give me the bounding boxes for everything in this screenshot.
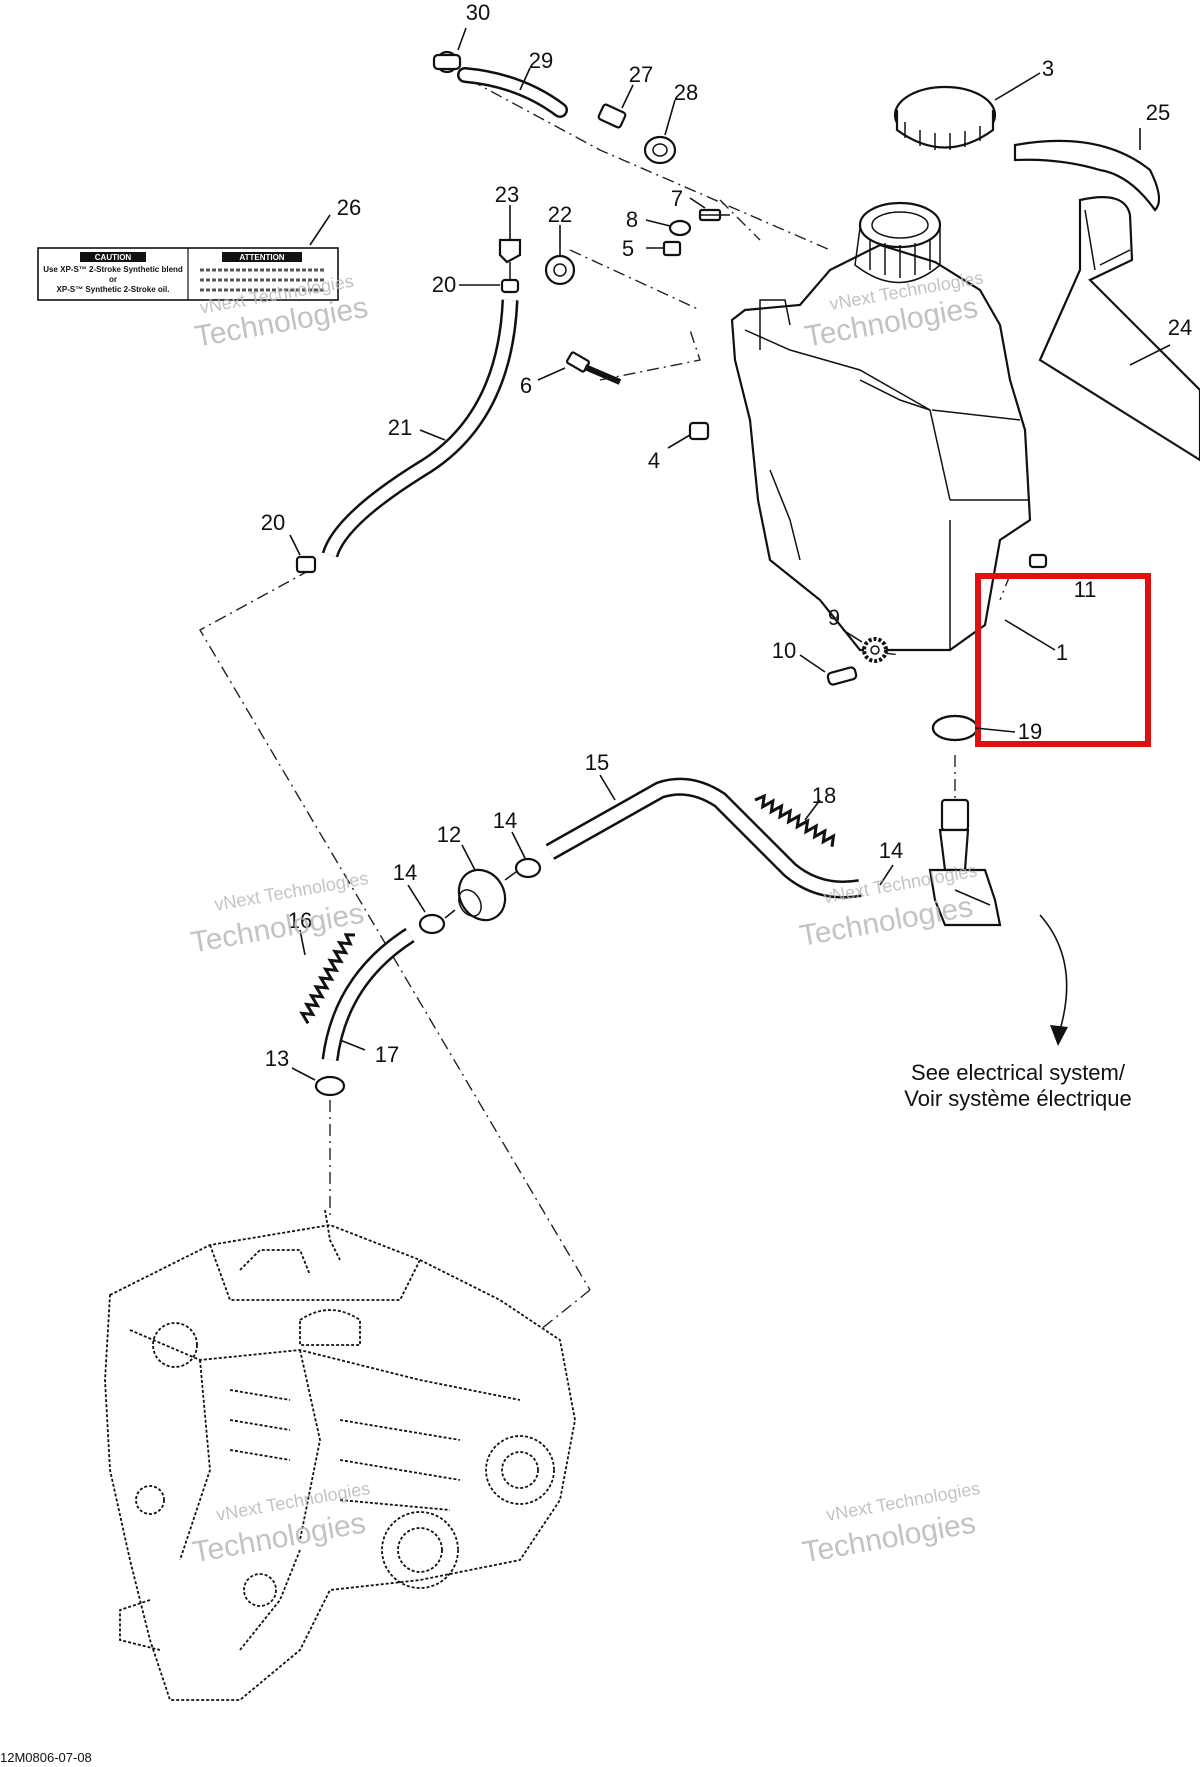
callout-1: 1 <box>1056 640 1068 665</box>
level-sensor-connector <box>928 798 1002 927</box>
callout-25: 25 <box>1146 100 1170 125</box>
part-20-clamp-top <box>500 278 520 294</box>
callout-11: 11 <box>1074 577 1097 602</box>
part-21-vent-hose <box>321 299 519 558</box>
engine-outline <box>104 1209 576 1701</box>
callout-6: 6 <box>520 373 532 398</box>
callout-19: 19 <box>1018 719 1042 744</box>
part-8-washer <box>668 219 692 237</box>
part-11-nut <box>1028 553 1048 569</box>
part-18-spring <box>754 793 836 847</box>
part-13-clamp <box>314 1075 346 1097</box>
callout-labels: 30 29 27 28 3 25 24 26 23 22 20 7 8 5 6 … <box>261 0 1192 1071</box>
callout-3: 3 <box>1042 56 1054 81</box>
part-16-spring <box>299 933 356 1025</box>
part-20-clamp-bottom <box>295 555 317 574</box>
callout-22: 22 <box>548 202 572 227</box>
highlight-box <box>975 573 1151 747</box>
decal-right-title: ATTENTION <box>239 253 284 262</box>
callout-24: 24 <box>1168 315 1192 340</box>
note-line-1: See electrical system/ <box>911 1060 1126 1085</box>
part-14-clamp-top <box>514 857 542 879</box>
electrical-reference-arrow <box>1039 914 1068 1046</box>
part-3-oil-cap <box>893 85 997 150</box>
leader-lines <box>289 27 1171 1081</box>
callout-26: 26 <box>337 195 361 220</box>
callout-23: 23 <box>495 182 519 207</box>
figure-code: 12M0806-07-08 <box>0 1750 92 1765</box>
callout-12: 12 <box>437 822 461 847</box>
callout-15: 15 <box>585 750 609 775</box>
part-22-grommet <box>544 254 576 286</box>
part-5-nut <box>662 240 682 257</box>
part-17-hose <box>321 927 415 1062</box>
decal-left-title: CAUTION <box>95 253 132 262</box>
callout-14-right: 14 <box>879 838 903 863</box>
callout-14-left: 14 <box>393 860 417 885</box>
part-4-nut <box>688 421 710 441</box>
callout-20-bottom: 20 <box>261 510 285 535</box>
callout-4: 4 <box>648 448 660 473</box>
callout-29: 29 <box>529 48 553 73</box>
decal-left-line2: or <box>109 275 117 284</box>
part-30-fitting <box>432 50 462 74</box>
callout-8: 8 <box>626 207 638 232</box>
callout-27: 27 <box>629 62 653 87</box>
part-12-oil-filter <box>444 868 517 922</box>
callout-9: 9 <box>828 605 840 630</box>
callout-20-top: 20 <box>432 272 456 297</box>
electrical-system-note: See electrical system/ Voir système élec… <box>904 1060 1131 1111</box>
callout-10: 10 <box>772 638 796 663</box>
part-19-grommet <box>931 714 979 742</box>
part-10-bolt <box>826 666 858 686</box>
callout-18: 18 <box>812 783 836 808</box>
callout-28: 28 <box>674 80 698 105</box>
part-29-hose <box>457 67 568 118</box>
part-23-elbow <box>498 238 522 280</box>
assembly-lines <box>199 79 1011 1331</box>
part-9-star-washer <box>862 637 888 663</box>
callout-16: 16 <box>288 908 312 933</box>
part-28-grommet <box>643 135 677 165</box>
part-24-shield <box>1038 196 1200 462</box>
part-15-oil-hose <box>545 777 862 899</box>
callout-21: 21 <box>388 415 412 440</box>
part-27-connector <box>597 103 627 129</box>
part-14-clamp-left <box>418 913 446 935</box>
part-6-bolt <box>565 351 622 385</box>
callout-14-top: 14 <box>493 808 517 833</box>
callout-13: 13 <box>265 1046 289 1071</box>
part-26-decal: CAUTION ATTENTION Use XP-S™ 2-Stroke Syn… <box>37 247 339 301</box>
callout-17: 17 <box>375 1042 399 1067</box>
callout-7: 7 <box>671 186 683 211</box>
decal-left-line3: XP-S™ Synthetic 2-Stroke oil. <box>57 285 170 294</box>
callout-5: 5 <box>622 236 634 261</box>
note-line-2: Voir système électrique <box>904 1086 1131 1111</box>
part-25-strap <box>1013 139 1161 212</box>
callout-30: 30 <box>466 0 490 25</box>
part-7-screw <box>698 208 730 222</box>
decal-left-line1: Use XP-S™ 2-Stroke Synthetic blend <box>43 265 183 274</box>
